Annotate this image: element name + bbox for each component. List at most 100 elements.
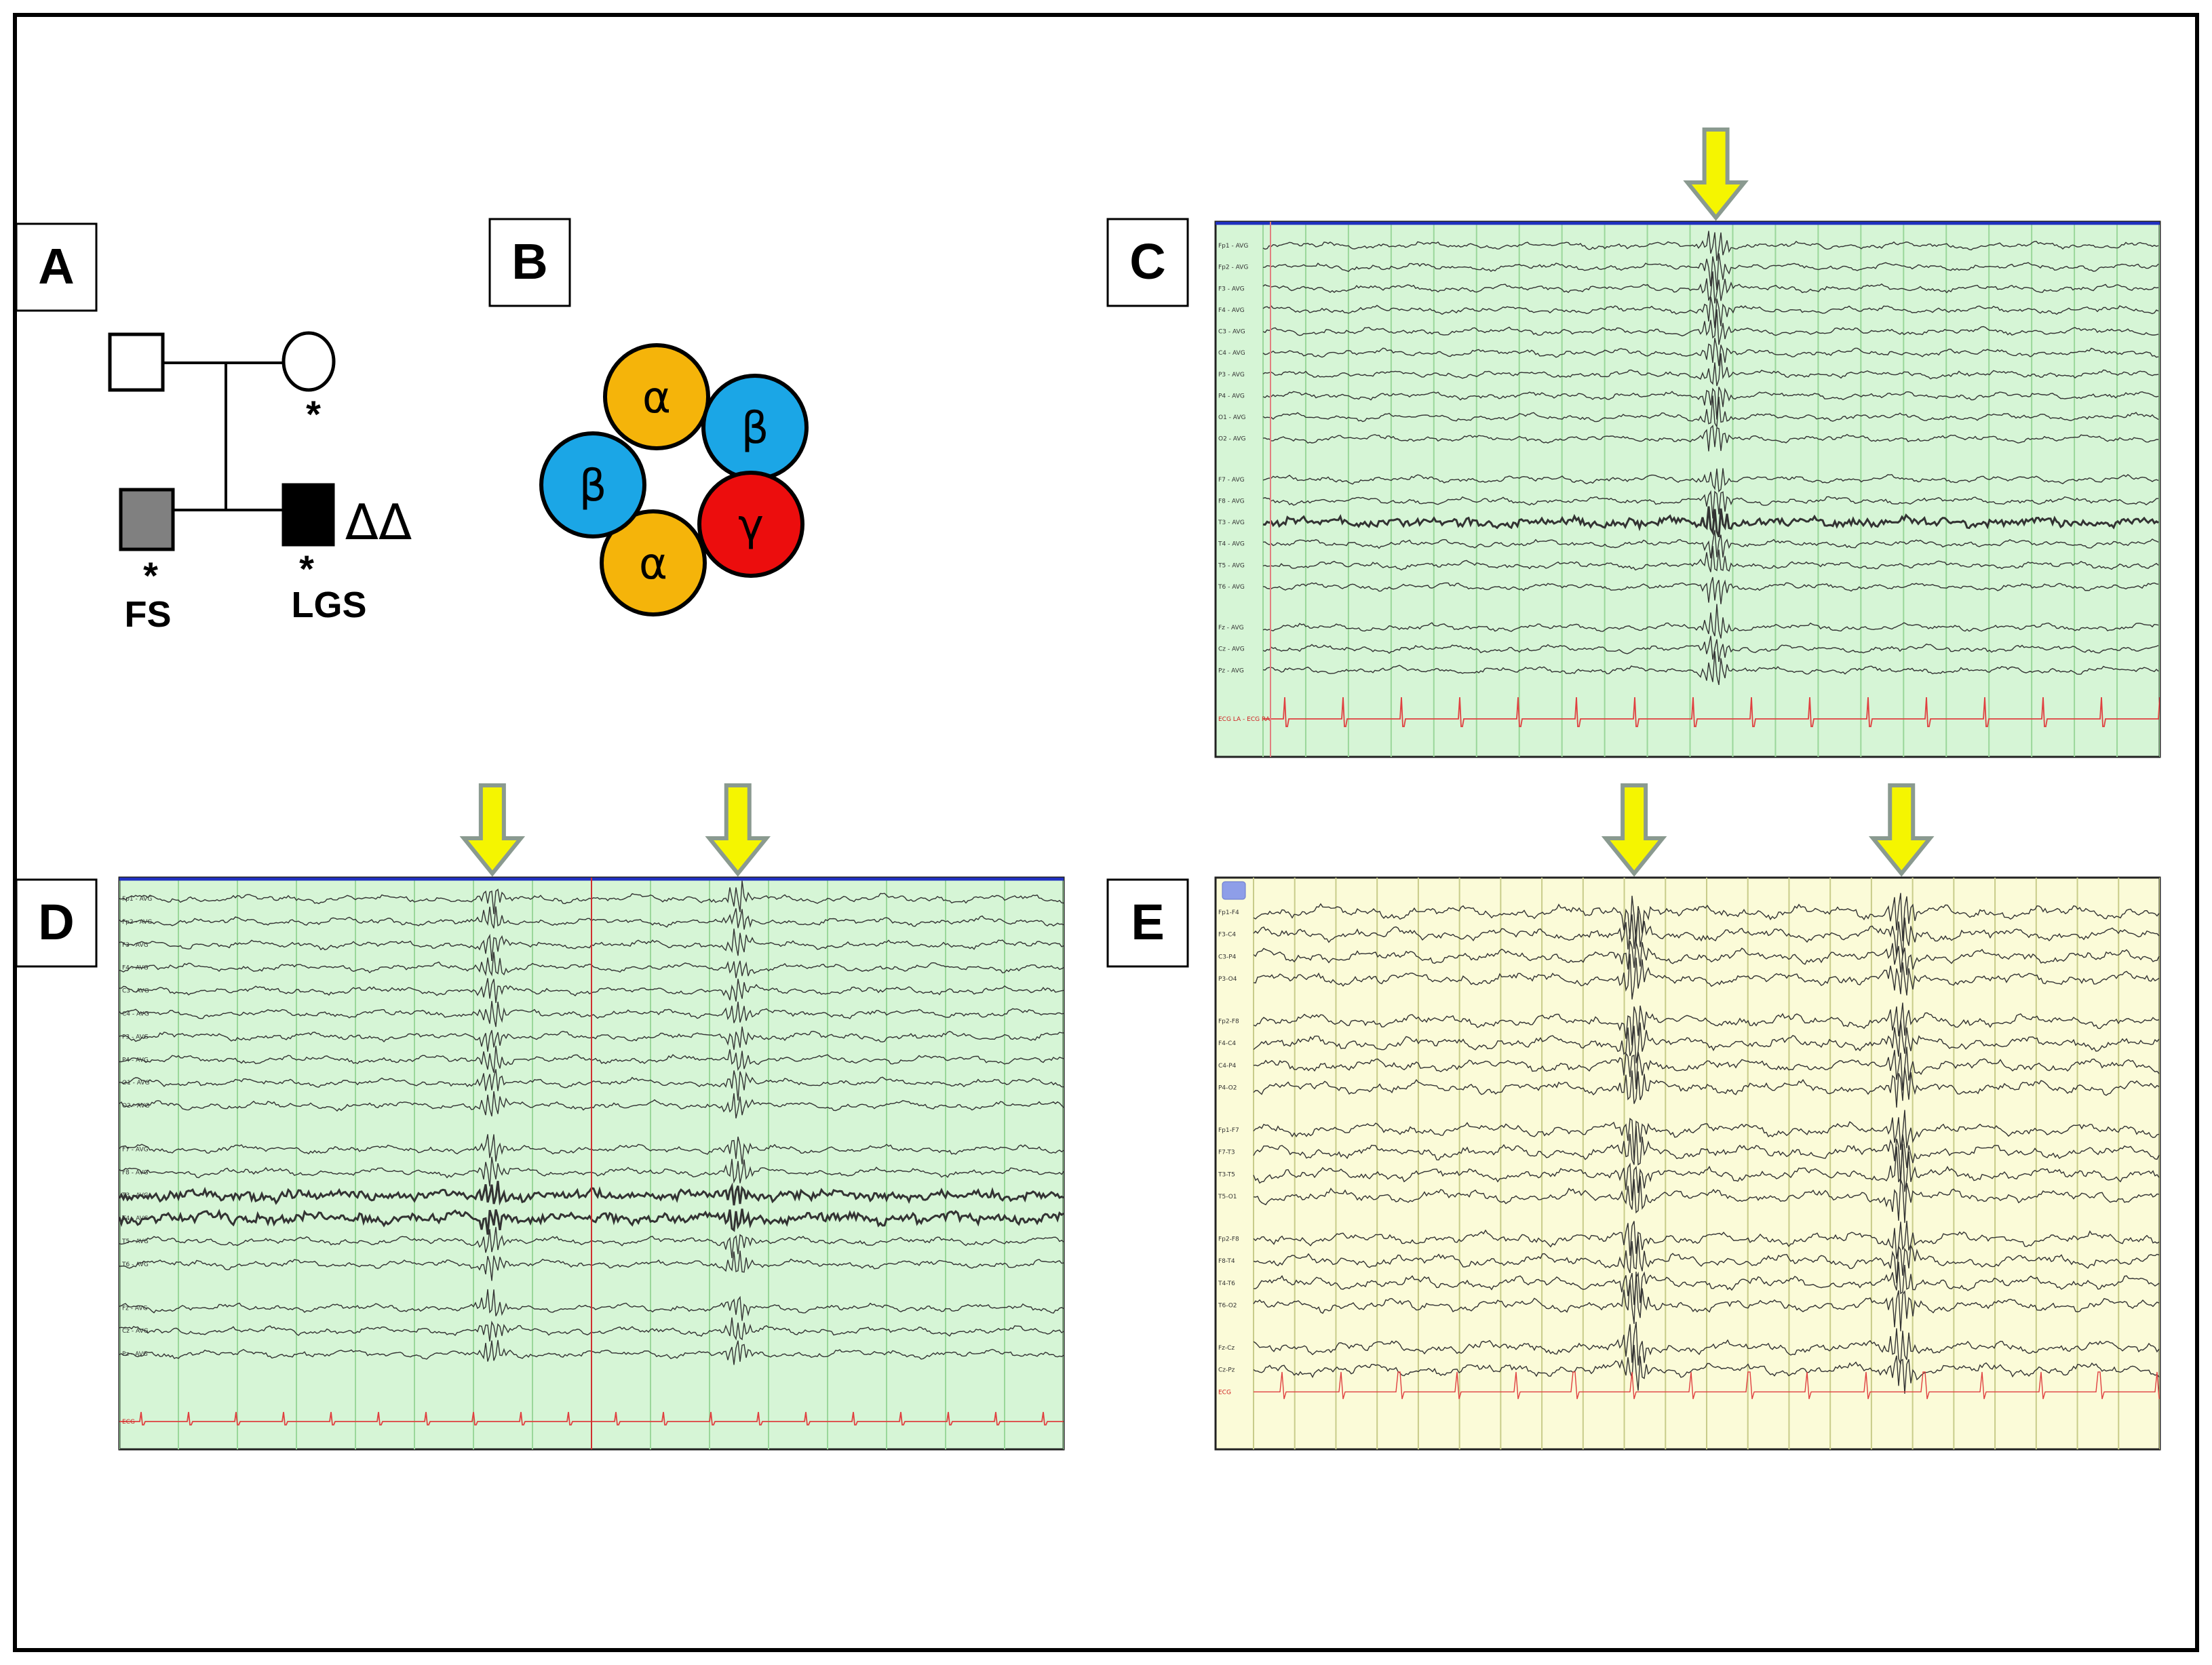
channel-label: T3-T5 xyxy=(1218,1171,1235,1178)
ecg-trace xyxy=(1263,697,2160,728)
ecg-label: ECG LA - ECG RA xyxy=(1218,716,1270,723)
eeg-trace xyxy=(1253,1271,2160,1331)
panel-label-e: E xyxy=(1106,878,1189,968)
sibling-phenotype-label: FS xyxy=(124,594,171,635)
mother-symbol xyxy=(282,331,336,392)
ecg-label: ECG xyxy=(122,1419,135,1426)
channel-label: Fp1 - AVG xyxy=(122,896,152,903)
sibling-carrier-mark: * xyxy=(143,554,158,597)
eeg-trace xyxy=(1253,1067,2160,1108)
eeg-trace xyxy=(1262,231,2159,261)
eeg-trace xyxy=(1262,468,2159,493)
channel-label: F7 - AVG xyxy=(122,1146,149,1153)
eeg-trace xyxy=(1262,395,2159,429)
discharge-arrow xyxy=(1683,128,1749,221)
channel-label: C3-P4 xyxy=(1218,954,1237,960)
eeg-trace xyxy=(1262,635,2159,663)
channel-label: T6-O2 xyxy=(1218,1303,1237,1310)
channel-label: T5 - AVG xyxy=(121,1238,149,1245)
eeg-trace xyxy=(1262,506,2159,538)
channel-label: Cz-Pz xyxy=(1218,1367,1235,1374)
discharge-arrow xyxy=(1601,783,1667,877)
channel-label: Fz - AVG xyxy=(1218,625,1244,631)
channel-label: Pz - AVG xyxy=(122,1351,148,1358)
deletion-symbol: ΔΔ xyxy=(345,494,412,551)
channel-label: P3 - AVG xyxy=(122,1034,149,1040)
eeg-trace xyxy=(1262,338,2159,366)
channel-label: P4 - AVG xyxy=(122,1057,149,1063)
channel-label: T4 - AVG xyxy=(1218,541,1245,548)
eeg-trace xyxy=(1262,271,2159,304)
ecg-trace xyxy=(1254,1371,2160,1399)
channel-label: Fp1 - AVG xyxy=(1218,243,1248,250)
svg-text:C: C xyxy=(1129,233,1165,290)
channel-label: F3-C4 xyxy=(1218,932,1236,939)
channel-label: O1 - AVG xyxy=(122,1080,150,1086)
channel-label: P3 - AVG xyxy=(1218,372,1245,378)
discharge-arrow xyxy=(459,783,526,877)
proband-carrier-mark: * xyxy=(299,547,314,590)
channel-label: T3 - AVG xyxy=(121,1192,149,1199)
pedigree: * * FS * FS LGS ΔΔ xyxy=(108,331,412,635)
proband-symbol xyxy=(282,483,335,547)
eeg-trace xyxy=(1253,893,2160,945)
discharge-arrow xyxy=(705,783,771,877)
eeg-trace xyxy=(1262,296,2159,328)
mother-carrier-mark: * xyxy=(306,393,321,435)
svg-text:β: β xyxy=(741,404,769,454)
eeg-trace xyxy=(1253,940,2160,975)
eeg-trace xyxy=(1253,1125,2160,1183)
subunit-gamma: γ xyxy=(697,471,804,578)
eeg-trace xyxy=(1262,353,2159,387)
channel-label: Fz-Cz xyxy=(1218,1345,1235,1352)
eeg-trace xyxy=(1262,253,2159,291)
svg-text:B: B xyxy=(511,233,547,290)
eeg-trace xyxy=(1253,954,2160,1000)
channel-label: Fp2 - AVG xyxy=(1218,265,1248,271)
panel-label-c: C xyxy=(1106,218,1189,307)
eeg-background xyxy=(1214,220,2161,758)
subunit-alpha-bottom: α xyxy=(600,509,707,616)
eeg-trace xyxy=(1253,911,2160,957)
panel-label-a: A xyxy=(15,222,98,312)
eeg-trace xyxy=(1253,1110,2160,1161)
subunit-alpha-top: α xyxy=(603,343,710,450)
subunit-beta-right: β xyxy=(701,374,809,481)
eeg-trace xyxy=(1253,1235,2160,1283)
channel-label: F3 - AVG xyxy=(1218,286,1245,292)
svg-text:α: α xyxy=(639,539,667,589)
channel-label: Fp2-F8 xyxy=(1218,1018,1239,1025)
eeg-trace xyxy=(1262,576,2159,604)
channel-label: C4 - AVG xyxy=(122,1011,149,1017)
channel-label: T6 - AVG xyxy=(1218,584,1245,591)
channel-label: P3-O4 xyxy=(1218,976,1237,983)
eeg-trace xyxy=(1262,604,2159,639)
panel-label-d: D xyxy=(15,878,98,968)
settings-icon[interactable] xyxy=(1222,881,1246,900)
eeg-trace xyxy=(1253,1175,2160,1223)
channel-label: Fp1-F4 xyxy=(1218,909,1239,916)
eeg-trace xyxy=(1253,1220,2160,1259)
channel-label: F7 - AVG xyxy=(1218,477,1245,484)
channel-label: T3 - AVG xyxy=(1218,520,1245,526)
father-symbol xyxy=(108,332,165,392)
channel-label: O2 - AVG xyxy=(1218,436,1246,443)
eeg-trace xyxy=(1262,387,2159,420)
eeg-trace xyxy=(1253,1345,2160,1394)
eeg-trace xyxy=(1253,1002,2160,1046)
svg-text:α: α xyxy=(642,373,671,423)
eeg-trace xyxy=(1253,1143,2160,1201)
eeg-trace xyxy=(1262,490,2159,519)
channel-label: F8 - AVG xyxy=(1218,498,1245,505)
channel-label: C3 - AVG xyxy=(1218,329,1245,336)
eeg-trace xyxy=(1253,1321,2160,1366)
channel-label: Pz - AVG xyxy=(1218,667,1244,674)
discharge-arrow xyxy=(1868,783,1935,877)
eeg-trace xyxy=(1253,1046,2160,1091)
eeg-trace xyxy=(1262,309,2159,345)
eeg-panel-e: Fp1-F4F3-C4C3-P4P3-O4Fp2-F8F4-C4C4-P4P4-… xyxy=(1214,783,2161,1451)
channel-label: T5-O1 xyxy=(1218,1194,1237,1200)
channel-label: Fz - AVG xyxy=(122,1305,148,1312)
